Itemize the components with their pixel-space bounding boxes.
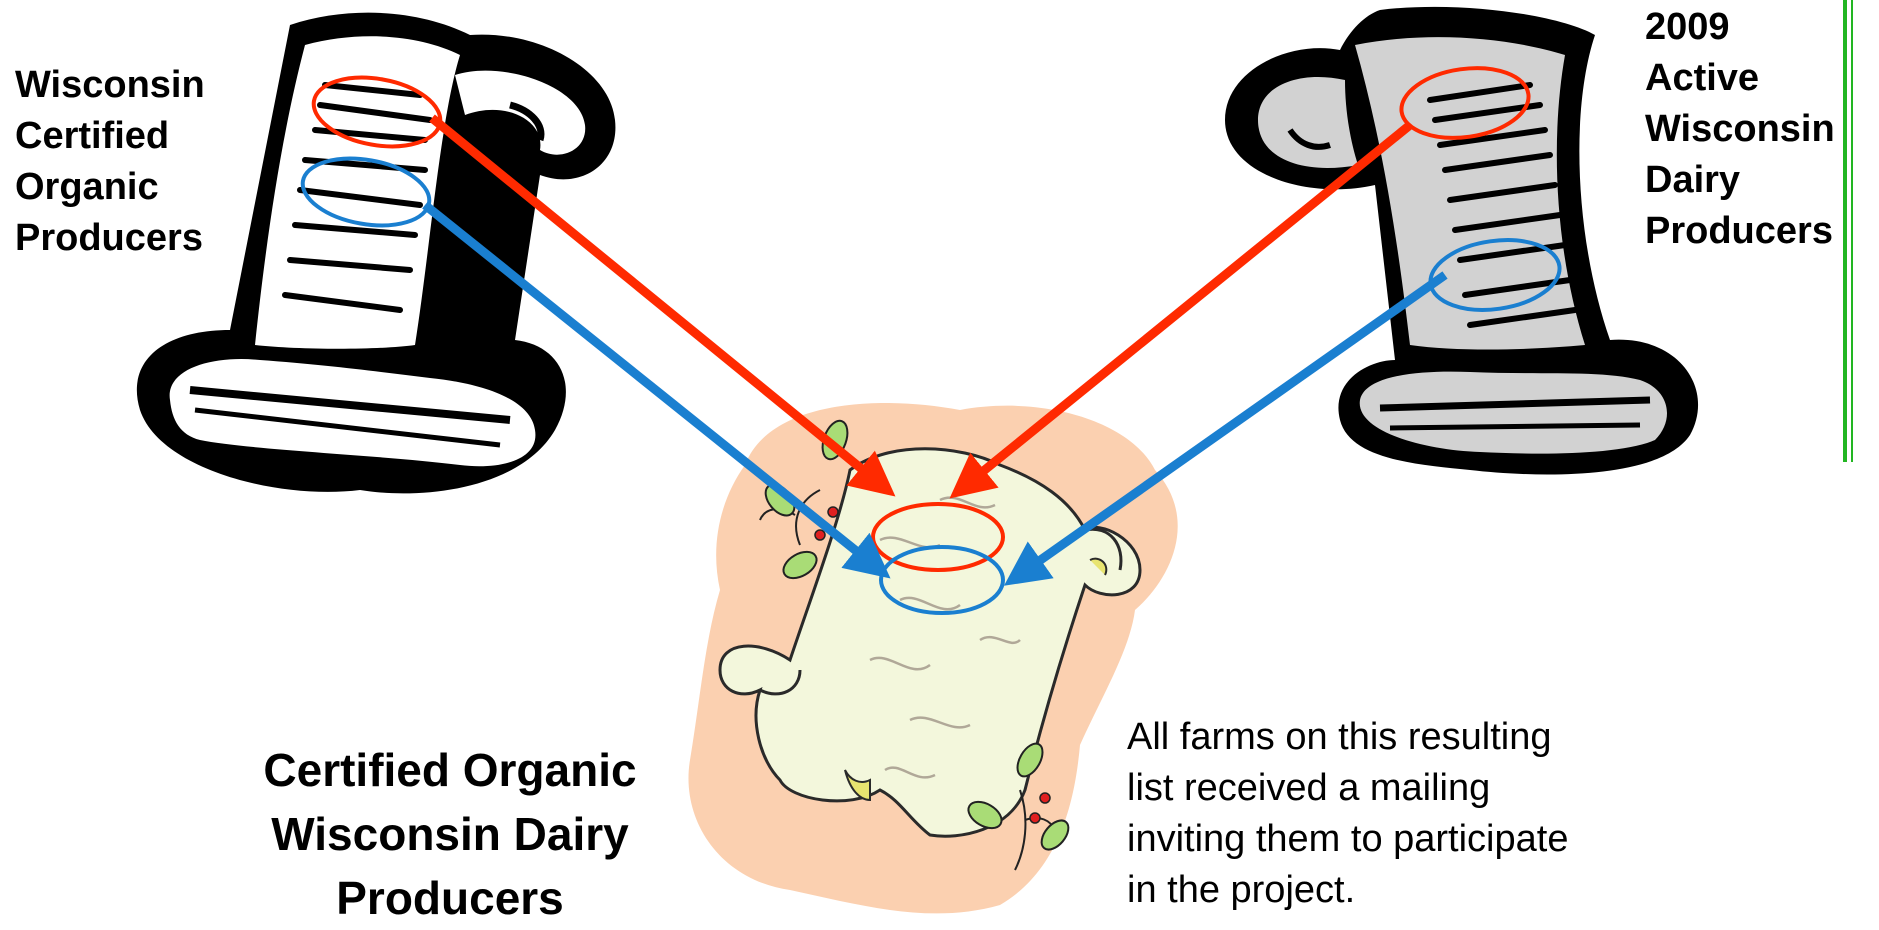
- mailing-note: All farms on this resulting list receive…: [1127, 712, 1568, 916]
- left-list-label: Wisconsin Certified Organic Producers: [15, 60, 205, 264]
- right-list-label: 2009 Active Wisconsin Dairy Producers: [1645, 2, 1835, 257]
- result-list-label: Certified Organic Wisconsin Dairy Produc…: [190, 738, 710, 930]
- left-scroll-icon: [137, 13, 616, 494]
- accent-divider: [1845, 0, 1852, 462]
- right-scroll-icon: [1225, 7, 1698, 475]
- red-arrow-right: [960, 125, 1410, 490]
